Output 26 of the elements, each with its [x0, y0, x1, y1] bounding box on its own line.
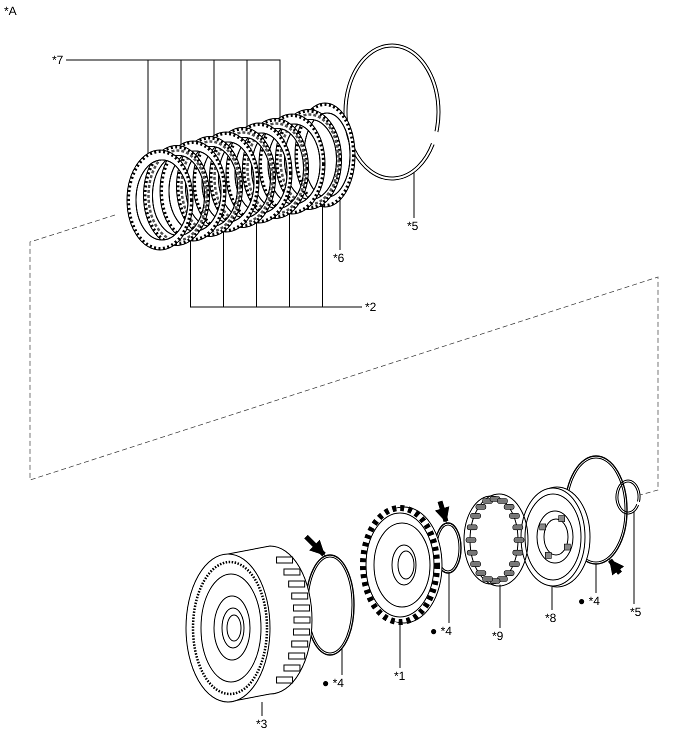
callout-number: *9: [492, 630, 504, 642]
spring-cage-drawing: [464, 494, 528, 586]
toothed-plate-drawing: [360, 505, 442, 625]
leader-line: [448, 572, 450, 624]
callout-number: ● *4: [322, 677, 344, 689]
callout-number: *3: [256, 718, 268, 730]
callout-number: ● *4: [578, 595, 600, 607]
snap-ring-drawing: [616, 480, 640, 514]
leader-line: [322, 204, 362, 308]
arrow: [608, 558, 624, 576]
leader-line: [66, 60, 280, 118]
clutch-drum-drawing: [186, 546, 312, 702]
arrow: [304, 534, 326, 556]
figure-label: *A: [4, 5, 17, 17]
callout-number: *5: [407, 220, 418, 232]
callout-number: *6: [333, 252, 344, 264]
callout-number: *7: [52, 54, 64, 66]
piston-drawing: [520, 486, 590, 588]
o-ring-drawing: [305, 554, 355, 656]
callout-number: ● *4: [430, 625, 452, 637]
arrow: [434, 500, 450, 523]
callout-number: *8: [545, 612, 556, 624]
snap-ring-drawing: [344, 44, 440, 180]
callout-number: *5: [630, 606, 642, 618]
callout-number: *1: [394, 670, 406, 682]
callout-number: *2: [365, 301, 376, 313]
